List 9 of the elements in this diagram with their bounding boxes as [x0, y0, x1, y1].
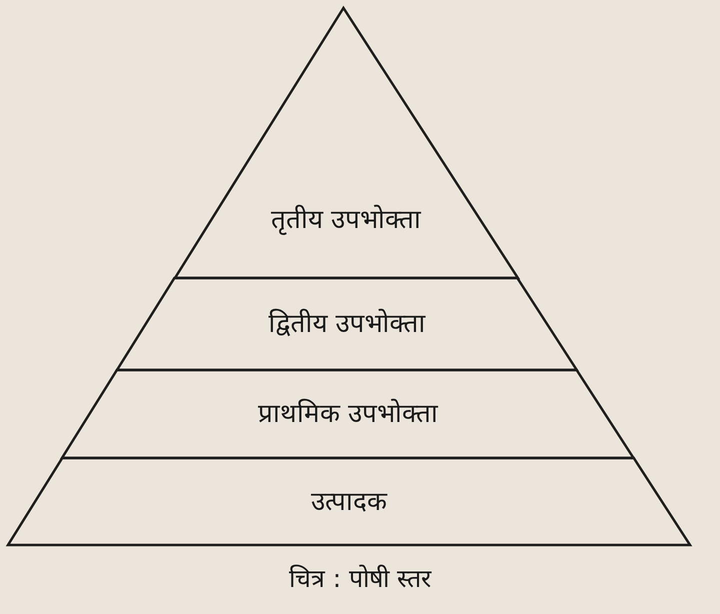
level-label: द्वितीय उपभोक्ता — [267, 308, 427, 340]
figure-caption: चित्र : पोषी स्तर — [288, 564, 432, 593]
pyramid-tier — [8, 458, 690, 545]
pyramid-tier — [117, 278, 577, 370]
level-label: उत्पादक — [310, 486, 388, 518]
pyramid-apex — [174, 8, 518, 278]
level-label: प्राथमिक उपभोक्ता — [256, 398, 440, 430]
level-label: तृतीय उपभोक्ता — [270, 204, 422, 236]
pyramid-tier — [62, 370, 634, 458]
